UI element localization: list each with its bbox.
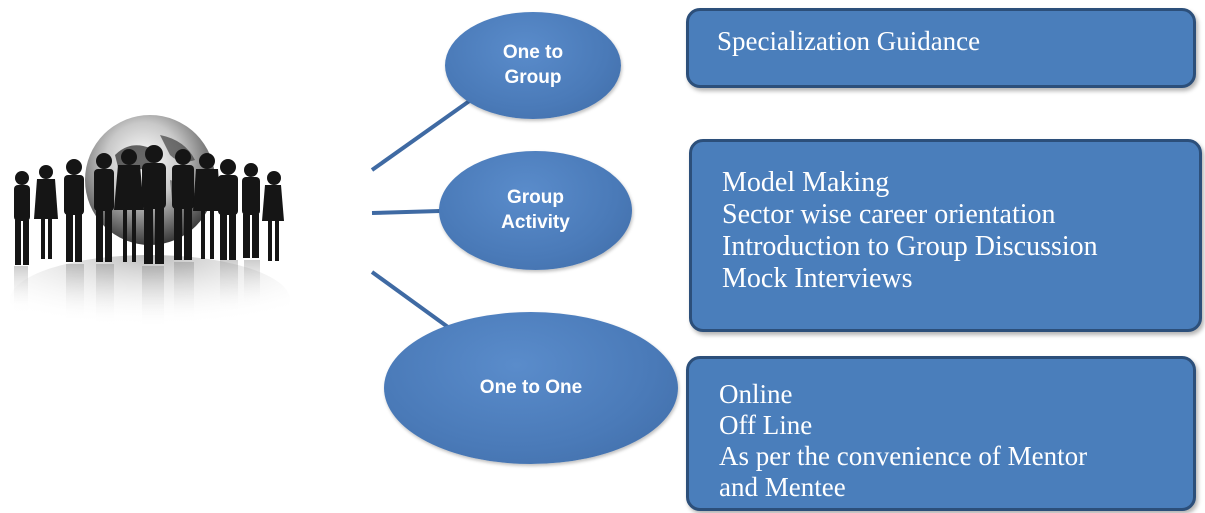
node-label-line: Activity: [501, 211, 570, 233]
connector-one-to-group: [370, 95, 477, 172]
box-item: Specialization Guidance: [717, 26, 981, 56]
box-item: Mock Interviews: [722, 263, 913, 294]
node-label-line: Group: [506, 186, 564, 208]
box-item: Model Making: [722, 167, 890, 198]
box-item: Online: [719, 379, 793, 409]
box-item: Introduction to Group Discussion: [722, 231, 1098, 262]
node-one-to-one: One to One: [384, 312, 678, 464]
box-specialization-guidance: Specialization Guidance: [686, 8, 1196, 88]
node-one-to-group: One to Group: [445, 12, 621, 119]
box-one-to-one-items: Online Off Line As per the convenience o…: [686, 356, 1196, 511]
business-people-globe-icon: [10, 115, 290, 345]
box-item: and Mentee: [719, 472, 846, 502]
node-label-line: One to One: [479, 376, 583, 398]
node-label-line: Group: [504, 66, 562, 88]
box-item: As per the convenience of Mentor: [719, 441, 1088, 471]
box-item: Sector wise career orientation: [722, 199, 1056, 230]
node-label-line: One to: [502, 41, 564, 63]
connector-one-to-one: [370, 270, 454, 332]
connector-group-activity: [371, 209, 441, 215]
box-item: Off Line: [719, 410, 813, 440]
box-group-activity-items: Model Making Sector wise career orientat…: [689, 139, 1202, 332]
node-group-activity: Group Activity: [439, 151, 632, 270]
